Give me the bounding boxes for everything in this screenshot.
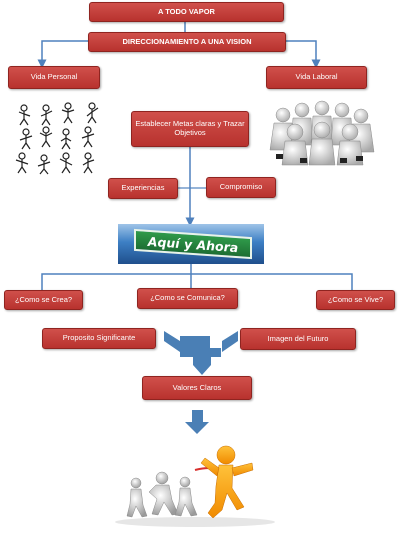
- direccionamiento-box: DIRECCIONAMIENTO A UNA VISION: [88, 32, 286, 52]
- como-vive-box: ¿Como se Vive?: [316, 290, 395, 310]
- compromiso-box: Compromiso: [206, 177, 276, 198]
- experiencias-box: Experiencias: [108, 178, 178, 199]
- valores-box: Valores Claros: [142, 376, 252, 400]
- vida-personal-box: Vida Personal: [8, 66, 100, 89]
- connector-line: [41, 273, 353, 290]
- proposito-box: Proposito Significante: [42, 328, 156, 349]
- como-crea-box: ¿Como se Crea?: [4, 290, 83, 310]
- como-comunica-box: ¿Como se Comunica?: [137, 288, 238, 309]
- block-arrow-merge: [164, 331, 221, 375]
- connector-left-arrow: [37, 40, 88, 69]
- aqui-y-ahora-banner: Aquí y Ahora: [118, 224, 264, 264]
- imagen-futuro-box: Imagen del Futuro: [240, 328, 356, 350]
- metas-box: Establecer Metas claras y Trazar Objetiv…: [131, 111, 249, 147]
- vida-laboral-box: Vida Laboral: [266, 66, 367, 89]
- block-arrow-down: [185, 410, 209, 434]
- title-box: A TODO VAPOR: [89, 2, 284, 22]
- block-arrow-right-tip: [222, 331, 238, 352]
- road-sign: Aquí y Ahora: [134, 228, 252, 260]
- banner-text: Aquí y Ahora: [147, 233, 239, 255]
- connector-right-arrow: [286, 40, 321, 69]
